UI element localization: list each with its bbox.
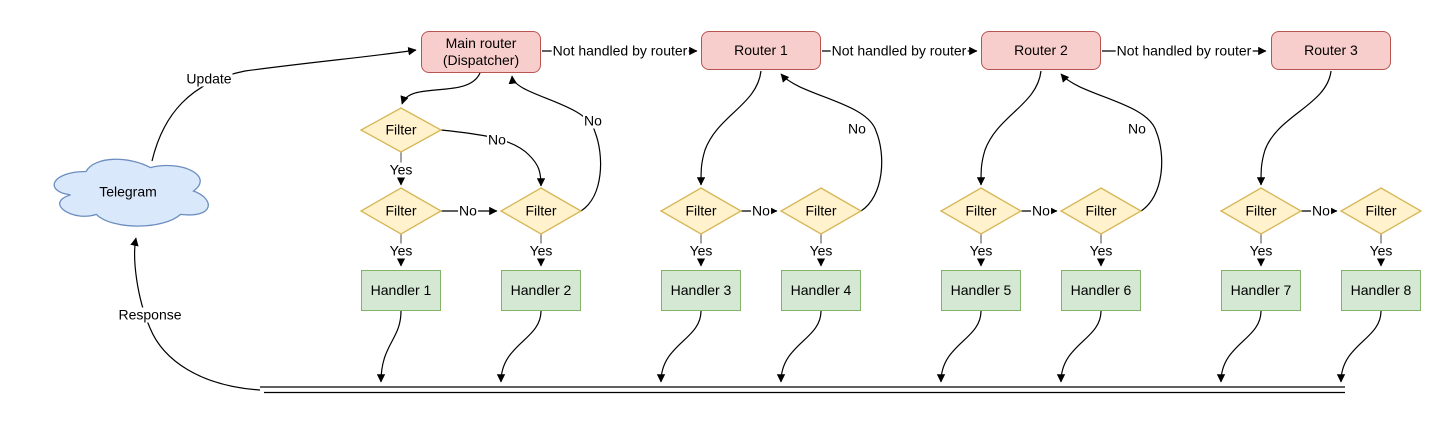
handler3-label: Handler 3 — [670, 282, 732, 298]
no-label: No — [583, 112, 603, 129]
edge-filter-a-no — [440, 129, 546, 187]
no-label: No — [847, 120, 867, 137]
edge-router2-no-return — [1060, 73, 1163, 212]
edge-handler4-out — [776, 310, 822, 383]
handler7-node: Handler 7 — [1221, 270, 1301, 311]
handler1-node: Handler 1 — [361, 270, 441, 311]
filter-diamond — [939, 187, 1023, 235]
handler6-node: Handler 6 — [1061, 270, 1141, 311]
edge-update — [151, 47, 417, 162]
yes-label: Yes — [528, 242, 554, 259]
edge-router1-to-filter — [696, 70, 762, 186]
no-label: No — [1311, 202, 1331, 219]
main-router-label-line2: (Dispatcher) — [442, 52, 520, 68]
filter-label: Filter — [965, 202, 997, 219]
yes-label: Yes — [808, 242, 834, 259]
filter-diamond — [359, 187, 443, 235]
router3-label: Router 3 — [1304, 42, 1358, 58]
edge-router3-to-filter — [1256, 70, 1332, 186]
filter-diamond — [779, 187, 863, 235]
filter-label: Filter — [805, 202, 837, 219]
response-edge-label: Response — [117, 306, 183, 323]
main-router-label-line1: Main router — [445, 35, 517, 51]
telegram-cloud-label: Telegram — [99, 183, 157, 200]
yes-label: Yes — [1368, 242, 1394, 259]
edge-handler1-out — [376, 310, 402, 383]
yes-label: Yes — [968, 242, 994, 259]
filter-diamond — [659, 187, 743, 235]
yes-label: Yes — [1248, 242, 1274, 259]
edge-response — [130, 237, 261, 391]
not-handled-label-3: Not handled by router — [1115, 42, 1253, 59]
filter-label: Filter — [385, 202, 417, 219]
not-handled-label-2: Not handled by router — [830, 42, 968, 59]
router1-node: Router 1 — [701, 31, 821, 70]
filter-label: Filter — [385, 121, 417, 138]
edge-handler8-out — [1336, 310, 1382, 383]
handler4-label: Handler 4 — [790, 282, 852, 298]
main-router-node: Main router (Dispatcher) — [421, 31, 541, 73]
edge-handler3-out — [656, 310, 702, 383]
edge-handler5-out — [936, 310, 982, 383]
no-label: No — [1127, 120, 1147, 137]
edge-handler7-out — [1216, 310, 1262, 383]
handler7-label: Handler 7 — [1230, 282, 1292, 298]
handler4-node: Handler 4 — [781, 270, 861, 311]
router2-label: Router 2 — [1014, 42, 1068, 58]
router3-node: Router 3 — [1271, 31, 1391, 70]
edge-handler2-out — [496, 310, 542, 383]
filter-label: Filter — [1085, 202, 1117, 219]
yes-label: Yes — [388, 161, 414, 178]
not-handled-label-1: Not handled by router — [551, 42, 689, 59]
router2-node: Router 2 — [981, 31, 1101, 70]
handler5-label: Handler 5 — [950, 282, 1012, 298]
filter-label: Filter — [525, 202, 557, 219]
filter-diamond — [499, 187, 583, 235]
telegram-cloud-shape — [53, 158, 209, 227]
edge-dispatcher-to-filter — [400, 72, 481, 105]
handler3-node: Handler 3 — [661, 270, 741, 311]
filter-label: Filter — [1245, 202, 1277, 219]
edge-router2-to-filter — [976, 70, 1042, 186]
filter-diamond — [1339, 187, 1423, 235]
filter-label: Filter — [1365, 202, 1397, 219]
handler8-node: Handler 8 — [1341, 270, 1421, 311]
handler8-label: Handler 8 — [1350, 282, 1412, 298]
filter-diamond — [359, 107, 443, 153]
edge-router1-no-return — [780, 73, 883, 212]
yes-label: Yes — [688, 242, 714, 259]
filter-diamond — [1219, 187, 1303, 235]
filter-label: Filter — [685, 202, 717, 219]
no-label: No — [487, 131, 507, 148]
no-label: No — [1031, 202, 1051, 219]
yes-label: Yes — [388, 242, 414, 259]
no-label: No — [751, 202, 771, 219]
handler2-label: Handler 2 — [510, 282, 572, 298]
handler6-label: Handler 6 — [1070, 282, 1132, 298]
edge-filter-c-no-return — [508, 75, 602, 212]
no-label: No — [458, 202, 478, 219]
update-edge-label: Update — [185, 70, 233, 87]
handler5-node: Handler 5 — [941, 270, 1021, 311]
filter-diamond — [1059, 187, 1143, 235]
edge-handler6-out — [1056, 310, 1102, 383]
yes-label: Yes — [1088, 242, 1114, 259]
handler1-label: Handler 1 — [370, 282, 432, 298]
handler2-node: Handler 2 — [501, 270, 581, 311]
router1-label: Router 1 — [734, 42, 788, 58]
